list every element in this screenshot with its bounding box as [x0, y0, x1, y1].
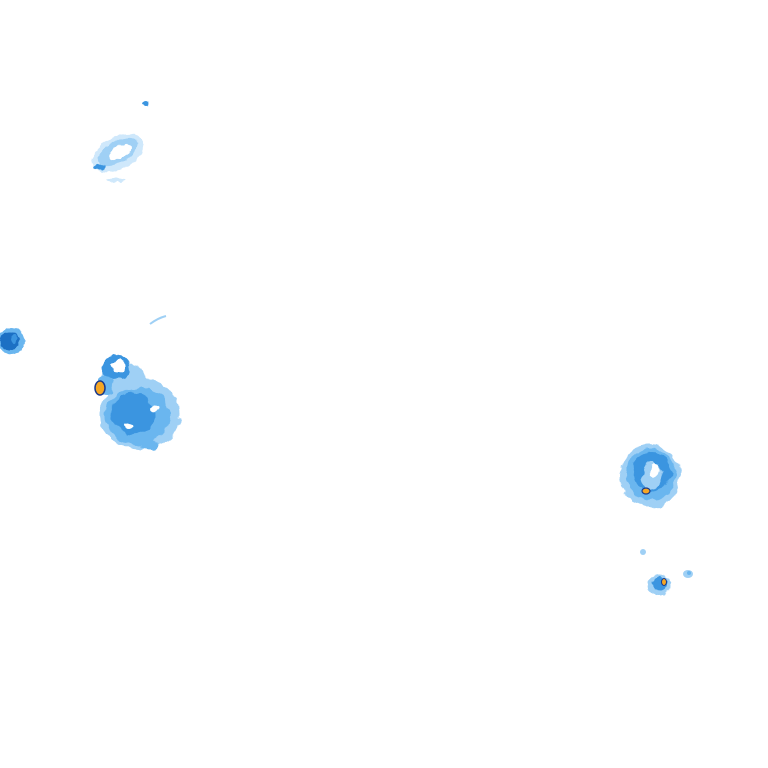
precip-cell-east-storm	[620, 444, 680, 508]
intense-core-west	[94, 380, 106, 396]
precip-cell-west-edge	[0, 328, 25, 354]
precip-cell-northwest-band	[92, 102, 149, 182]
intense-core-east	[641, 487, 651, 495]
intense-core-east-small	[661, 578, 667, 586]
precip-streak-west	[149, 315, 167, 325]
precip-cell-east-small	[648, 575, 670, 595]
precip-cell-east-specks	[640, 549, 693, 578]
